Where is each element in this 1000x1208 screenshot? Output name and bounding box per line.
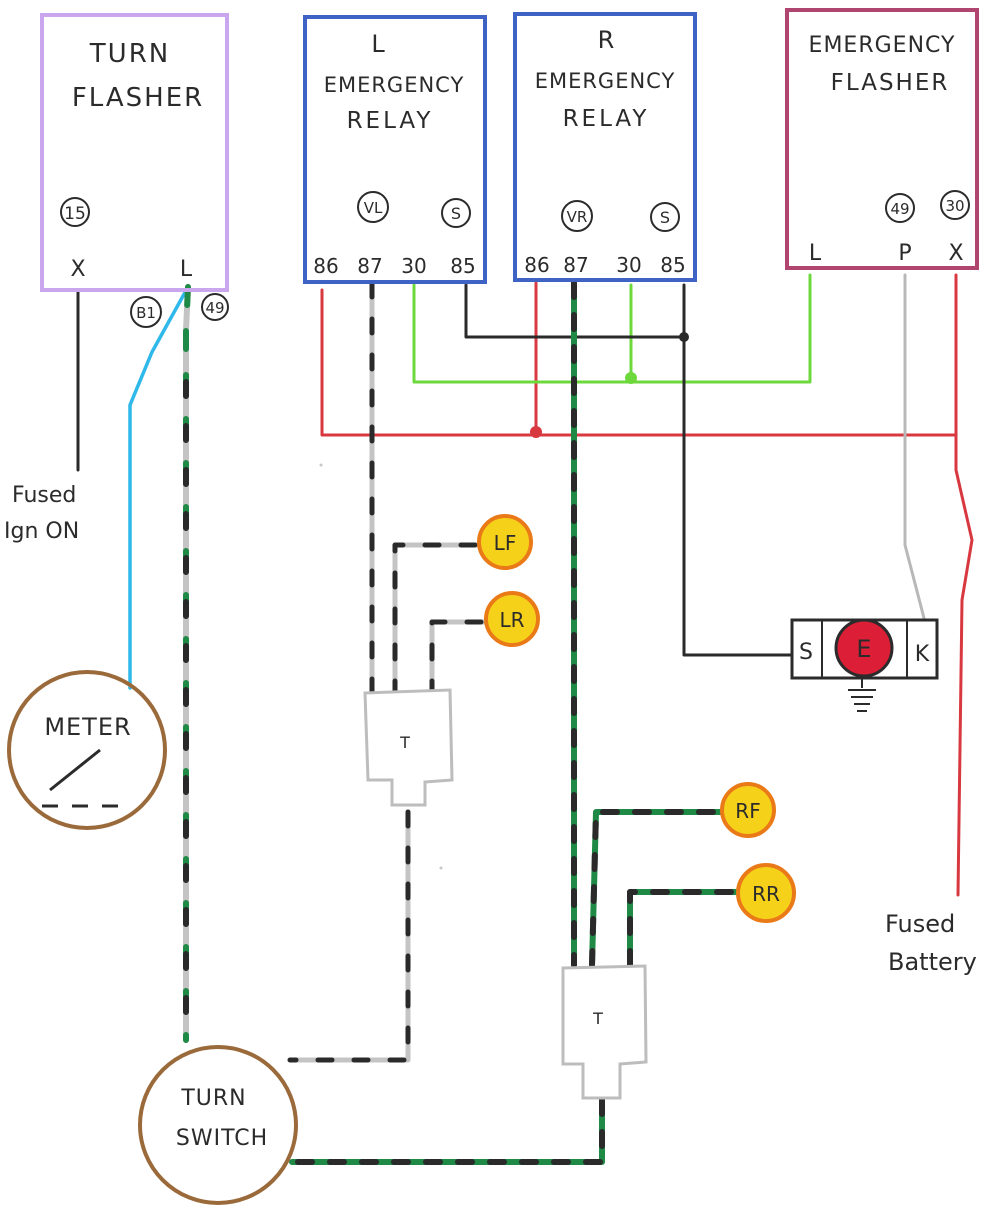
- right-relay-pin-87: 87: [563, 253, 588, 277]
- emergency-flasher-pin-x: X: [948, 241, 963, 266]
- t-connector-left-label: T: [399, 733, 410, 752]
- left-relay-pin-86: 86: [313, 254, 338, 278]
- terminal-label-15: 15: [64, 204, 86, 224]
- wire-tag-49: [201, 293, 229, 321]
- turn-flasher-box: TURN FLASHER 15 X L: [40, 13, 229, 292]
- wire-tag-49-text: 49: [205, 299, 224, 317]
- grey-black-wires: [287, 280, 489, 1063]
- terminal-label-s-left: S: [451, 204, 461, 223]
- blue-wire-b1: [128, 285, 190, 690]
- black-wire-left-85: [464, 283, 686, 339]
- emergency-flasher-box: EMERGENCY FLASHER 49 30 L P X: [785, 8, 979, 270]
- emergency-flasher-pin-l: L: [809, 241, 822, 266]
- terminal-circle-15: [60, 197, 90, 227]
- wire-lf-lamp: [392, 542, 481, 698]
- hazard-switch-s: S: [799, 640, 813, 665]
- terminal-label-49: 49: [890, 200, 909, 218]
- lamp-lf: LF: [477, 514, 533, 570]
- black-wires: [76, 283, 797, 657]
- left-emergency-relay-box: L EMERGENCY RELAY VL S 86 87 30 85: [303, 15, 487, 284]
- turn-flasher-l-wire: [183, 284, 191, 1043]
- terminal-circle-vr: [561, 200, 593, 232]
- terminal-circle-s-right: [650, 202, 680, 232]
- wire-rf-lamp: [589, 809, 725, 968]
- turn-switch: TURN SWITCH: [138, 1045, 298, 1205]
- right-relay-pin-30: 30: [616, 253, 641, 277]
- green-wire-left-30: [412, 273, 812, 384]
- grey-wire-p: [903, 273, 927, 624]
- lamp-rf-label: RF: [735, 799, 760, 823]
- t-connector-right: T: [561, 964, 648, 1100]
- wire-rr-lamp: [627, 889, 743, 968]
- lamp-lf-label: LF: [494, 531, 517, 555]
- right-relay-pin-86: 86: [524, 253, 549, 277]
- lamp-rr: RR: [736, 863, 796, 923]
- turn-flasher-pin-l: L: [180, 257, 193, 282]
- terminal-circle-30: [940, 190, 970, 220]
- right-relay-side: R: [598, 26, 615, 54]
- fused-ign-label-1: Fused: [12, 483, 76, 508]
- turn-flasher-title-2: FLASHER: [72, 83, 204, 113]
- lamp-lr-label: LR: [499, 608, 524, 632]
- turn-flasher-title-1: TURN: [89, 39, 170, 69]
- wire-right-t-to-switch: [289, 1097, 605, 1165]
- ground-symbol: [848, 678, 876, 712]
- meter-needle: [49, 748, 101, 792]
- red-wire-junction: [530, 426, 542, 438]
- left-relay-side: L: [371, 30, 385, 58]
- black-wire-junction: [679, 332, 689, 342]
- left-relay-title-1: EMERGENCY: [324, 73, 465, 97]
- t-connector-right-label: T: [592, 1009, 603, 1028]
- right-relay-pin-85: 85: [660, 253, 685, 277]
- left-relay-pin-30: 30: [401, 254, 426, 278]
- wire-left-t-to-switch: [287, 809, 411, 1063]
- fused-battery-label-2: Battery: [888, 948, 977, 976]
- wire-tag-b1-text: B1: [136, 304, 156, 322]
- terminal-label-vr: VR: [567, 208, 588, 226]
- emergency-flasher-title-1: EMERGENCY: [809, 33, 956, 58]
- terminal-circle-49: [885, 193, 915, 223]
- terminal-circle-vl: [357, 191, 389, 223]
- wire-tag-b1: [130, 296, 162, 328]
- terminal-label-vl: VL: [364, 199, 383, 217]
- fused-battery-label-1: Fused: [885, 910, 955, 938]
- right-emergency-relay-box: R EMERGENCY RELAY VR S 86 87 30 85: [513, 12, 697, 282]
- red-wire-bus: [320, 273, 974, 897]
- t-connector-left: T: [363, 688, 454, 807]
- black-wire-right-85: [682, 283, 797, 657]
- turn-switch-label-2: SWITCH: [176, 1126, 268, 1151]
- faint-marks: [319, 463, 443, 870]
- green-wire-junction: [625, 372, 637, 384]
- lamp-rf: RF: [720, 782, 776, 838]
- green-black-wires: [289, 280, 743, 1165]
- left-relay-title-2: RELAY: [347, 108, 434, 134]
- turn-switch-label-1: TURN: [180, 1086, 246, 1111]
- wires: [76, 273, 974, 1165]
- green-wire-bus: [412, 273, 812, 384]
- red-wire-left-86: [320, 288, 957, 437]
- right-relay-title-1: EMERGENCY: [535, 69, 676, 93]
- left-relay-pin-85: 85: [450, 254, 475, 278]
- hazard-switch-e: E: [856, 635, 871, 663]
- lamp-rr-label: RR: [752, 882, 780, 906]
- red-wire-fused-battery: [954, 273, 974, 897]
- meter: METER: [7, 670, 167, 830]
- left-relay-pin-87: 87: [357, 254, 382, 278]
- hazard-switch-k: K: [915, 642, 930, 667]
- emergency-flasher-pin-p: P: [898, 241, 911, 266]
- right-relay-title-2: RELAY: [563, 106, 650, 132]
- hazard-button: [834, 618, 894, 678]
- hazard-switch: S E K: [790, 618, 939, 712]
- wire-lr-lamp: [429, 619, 489, 698]
- terminal-label-s-right: S: [660, 208, 670, 227]
- terminal-label-30: 30: [945, 197, 964, 215]
- emergency-flasher-title-2: FLASHER: [831, 70, 950, 96]
- meter-label: METER: [44, 713, 131, 741]
- turn-flasher-pin-x: X: [70, 257, 85, 282]
- fused-ign-label-2: Ign ON: [4, 519, 79, 544]
- lamp-lr: LR: [484, 591, 540, 647]
- terminal-circle-s-left: [441, 198, 471, 228]
